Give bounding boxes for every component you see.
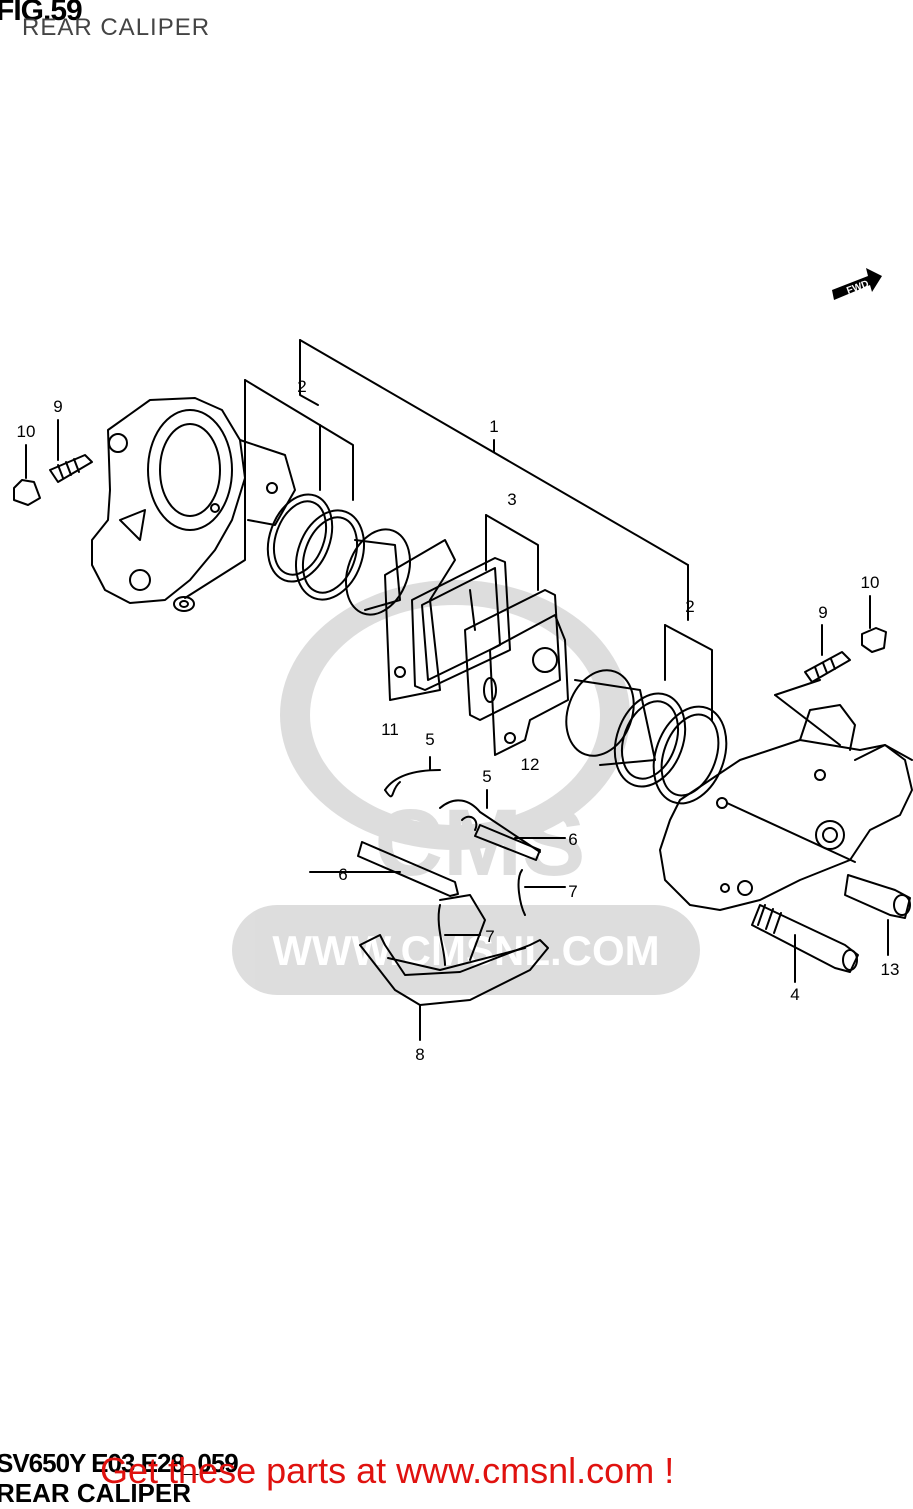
assembly-bracket-2-right — [664, 624, 713, 721]
pad-pin-5a — [384, 756, 441, 798]
callout-9-right: 9 — [818, 603, 827, 622]
drawing-code: SV650Y E03 E28_059 — [0, 1448, 239, 1478]
assembly-bracket-1 — [299, 339, 689, 621]
pad-pin-6b — [474, 824, 566, 861]
clip-7a — [517, 869, 566, 916]
bleeder-screw-right — [804, 624, 851, 683]
callout-3: 3 — [507, 490, 516, 509]
bleeder-cap-left — [13, 444, 41, 506]
promo-link[interactable]: Get these parts at www.cmsnl.com ! — [100, 1450, 675, 1491]
callout-5b: 5 — [482, 767, 491, 786]
callout-11: 11 — [381, 720, 399, 739]
pad-spring-8 — [359, 894, 549, 1041]
slide-pin-4 — [751, 904, 859, 983]
callout-6a: 6 — [338, 865, 347, 884]
bolt-13 — [844, 874, 911, 956]
callout-2-right: 2 — [685, 597, 694, 616]
callout-13: 13 — [881, 960, 900, 979]
callout-2-left: 2 — [297, 377, 306, 396]
callout-8: 8 — [415, 1045, 424, 1064]
piston-seals-right — [565, 669, 728, 805]
caliper-body-left — [91, 397, 296, 604]
figure-number: FIG.59 — [0, 0, 83, 27]
page-title: REAR CALIPER — [22, 14, 211, 41]
callout-7b: 7 — [485, 927, 494, 946]
callout-labels: 1 2 2 3 4 5 5 6 6 7 7 8 9 9 10 10 11 12 … — [17, 377, 900, 1064]
clip-7b — [437, 904, 481, 966]
pad-pin-6a — [309, 841, 459, 897]
callout-6b: 6 — [568, 830, 577, 849]
forward-arrow-icon: FWD — [832, 268, 882, 300]
forward-label: FWD — [845, 279, 870, 297]
watermark-brand: CMS — [374, 790, 585, 896]
bleeder-cap-right — [861, 595, 887, 653]
assembly-bracket-2-left — [184, 379, 354, 599]
pad-pin-5b — [439, 789, 541, 853]
callout-4: 4 — [790, 985, 799, 1004]
callout-10-left: 10 — [17, 422, 36, 441]
bleeder-screw-left — [49, 419, 93, 483]
callout-1: 1 — [489, 417, 498, 436]
watermark: CMS WWW.CMSNL.COM — [232, 580, 700, 995]
callout-12: 12 — [521, 755, 540, 774]
pad-shim-12 — [489, 614, 569, 756]
piston-seals-left — [266, 493, 411, 616]
callout-10-right: 10 — [861, 573, 880, 592]
washer — [173, 596, 195, 612]
callout-7a: 7 — [568, 882, 577, 901]
callout-9-left: 9 — [53, 397, 62, 416]
assembly-bracket-3 — [485, 514, 539, 591]
brake-pad-2 — [464, 589, 561, 721]
callout-5a: 5 — [425, 730, 434, 749]
